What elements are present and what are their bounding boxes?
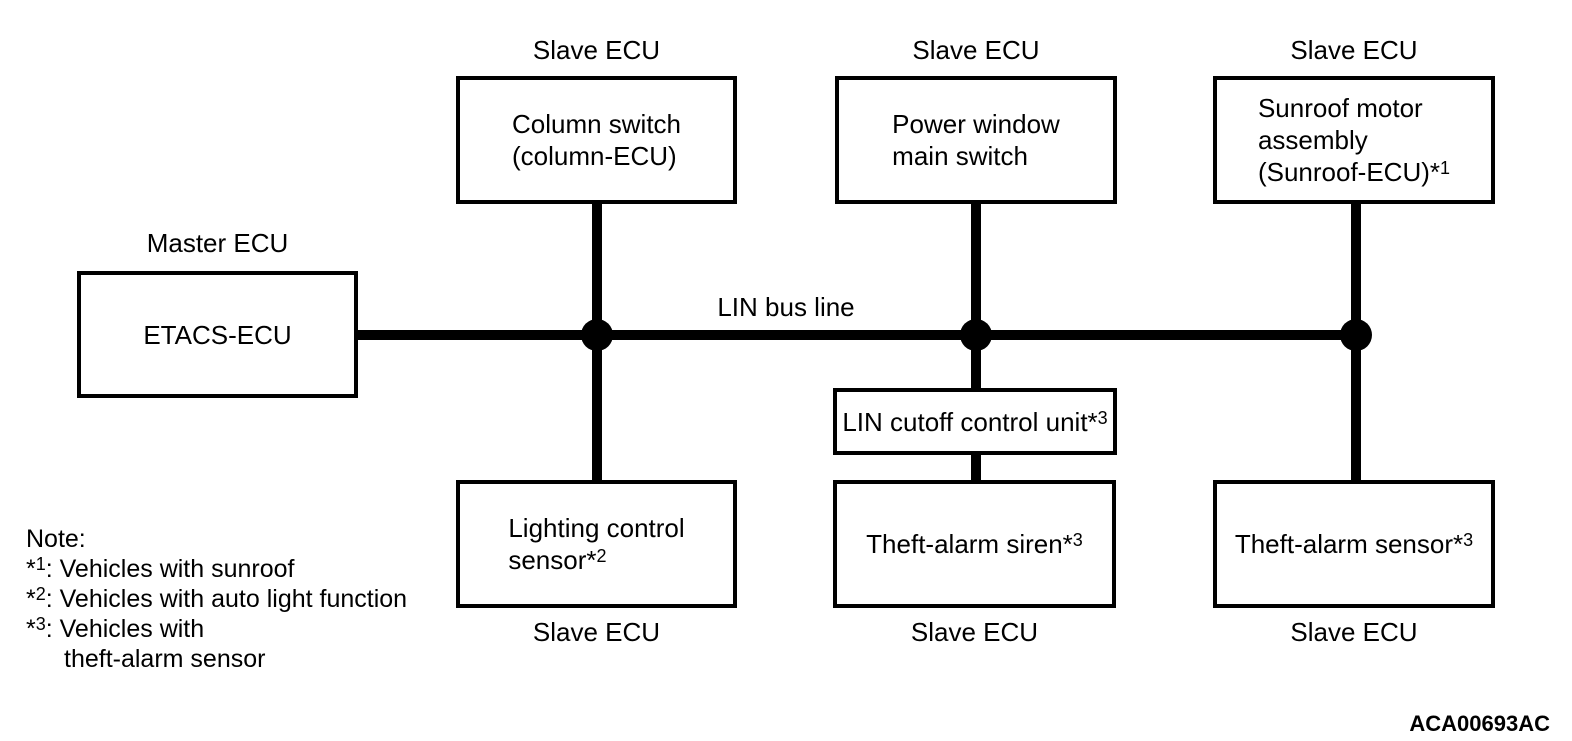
footnote-title: Note: (26, 525, 86, 553)
footnote-item-2: *2: Vehicles with auto light function (26, 584, 408, 613)
figure-code: ACA00693AC (1409, 711, 1550, 736)
bus-junction-dot-right (1340, 319, 1372, 351)
master-ecu-label: Master ECU (146, 228, 289, 258)
node-box-lighting-control-sensor: Lighting control sensor*2 (456, 480, 737, 608)
bus-junction-dot-left (581, 319, 613, 351)
node-box-lin-cutoff-control-unit: LIN cutoff control unit*3 (833, 388, 1117, 455)
footnote-item-3: *3: Vehicles with (26, 614, 205, 643)
footnote-block: Note: *1: Vehicles with sunroof *2: Vehi… (26, 524, 407, 674)
node-box-theft-alarm-sensor: Theft-alarm sensor*3 (1213, 480, 1495, 608)
node-label-lin-cutoff-control-unit: LIN cutoff control unit*3 (842, 406, 1108, 437)
slave-ecu-label-lighting: Slave ECU (532, 617, 661, 647)
connector-power-window-to-cutoff (971, 200, 981, 392)
footnote-item-3-continued: theft-alarm sensor (64, 645, 266, 673)
lin-bus-horizontal-line (358, 330, 1356, 340)
node-label-etacs-ecu: ETACS-ECU (143, 319, 292, 350)
node-label-column-switch: Column switch (column-ECU) (511, 109, 682, 171)
node-box-sunroof-motor-assembly: Sunroof motor assembly (Sunroof-ECU)*1 (1213, 76, 1495, 204)
bus-junction-dot-middle (960, 319, 992, 351)
node-box-etacs-ecu: ETACS-ECU (77, 271, 358, 398)
node-label-lighting-control-sensor: Lighting control sensor*2 (508, 513, 685, 575)
slave-ecu-label-siren: Slave ECU (910, 617, 1039, 647)
node-label-theft-alarm-sensor: Theft-alarm sensor*3 (1234, 529, 1474, 559)
slave-ecu-label-sunroof: Slave ECU (1290, 35, 1418, 65)
node-box-power-window-main-switch: Power window main switch (835, 76, 1117, 204)
node-label-theft-alarm-siren: Theft-alarm siren*3 (866, 529, 1083, 559)
slave-ecu-label-column-switch: Slave ECU (532, 35, 661, 65)
connector-cutoff-to-siren (971, 450, 981, 484)
node-label-sunroof-motor-assembly: Sunroof motor assembly (Sunroof-ECU)*1 (1257, 93, 1451, 187)
slave-ecu-label-power-window: Slave ECU (912, 35, 1040, 65)
lin-bus-line-label: LIN bus line (717, 292, 855, 322)
slave-ecu-label-sensor: Slave ECU (1290, 617, 1418, 647)
node-box-theft-alarm-siren: Theft-alarm siren*3 (833, 480, 1116, 608)
node-label-power-window-main-switch: Power window main switch (892, 109, 1060, 171)
footnote-item-1: *1: Vehicles with sunroof (26, 554, 295, 583)
node-box-column-switch: Column switch (column-ECU) (456, 76, 737, 204)
